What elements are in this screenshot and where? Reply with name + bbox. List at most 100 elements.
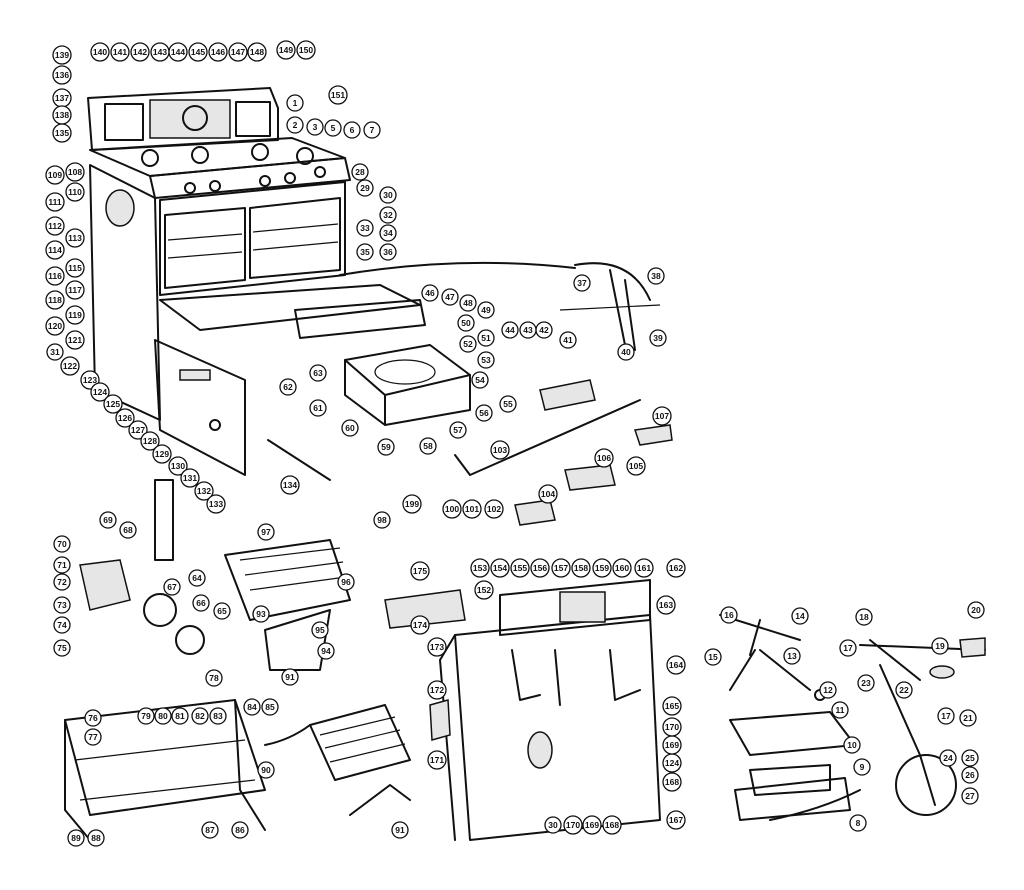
- callout-93: 93: [252, 605, 270, 623]
- callout-circle: [410, 561, 430, 581]
- callout-29: 29: [356, 179, 374, 197]
- callout-label: 6: [350, 125, 355, 135]
- callout-circle: [115, 408, 135, 428]
- callout-72: 72: [53, 573, 71, 591]
- callout-circle: [45, 192, 65, 212]
- callout-24: 24: [939, 749, 957, 767]
- callout-106: 106: [594, 448, 614, 468]
- callout-label: 107: [655, 411, 669, 421]
- callout-label: 66: [196, 598, 206, 608]
- callout-circle: [53, 616, 71, 634]
- callout-label: 124: [93, 387, 107, 397]
- callout-label: 147: [231, 47, 245, 57]
- callout-128: 128: [140, 431, 160, 451]
- callout-circle: [656, 595, 676, 615]
- callout-label: 84: [247, 702, 257, 712]
- callout-79: 79: [137, 707, 155, 725]
- callout-28: 28: [351, 163, 369, 181]
- callout-68: 68: [119, 521, 137, 539]
- callout-146: 146: [208, 42, 228, 62]
- callout-circle: [168, 42, 188, 62]
- callout-label: 149: [279, 45, 293, 55]
- callout-circle: [662, 772, 682, 792]
- callout-circle: [363, 121, 381, 139]
- callout-label: 114: [48, 245, 62, 255]
- callout-label: 56: [479, 408, 489, 418]
- callout-circle: [662, 717, 682, 737]
- callout-74: 74: [53, 616, 71, 634]
- callout-circle: [592, 558, 612, 578]
- callout-19: 19: [931, 637, 949, 655]
- callout-173: 173: [427, 637, 447, 657]
- callout-132: 132: [194, 481, 214, 501]
- callout-label: 37: [577, 278, 587, 288]
- callout-97: 97: [257, 523, 275, 541]
- callout-label: 93: [256, 609, 266, 619]
- callout-label: 112: [48, 221, 62, 231]
- callout-151: 151: [328, 85, 348, 105]
- callout-circle: [499, 395, 517, 413]
- callout-circle: [276, 40, 296, 60]
- callout-161: 161: [634, 558, 654, 578]
- callout-113: 113: [65, 228, 85, 248]
- callout-circle: [559, 331, 577, 349]
- callout-46: 46: [421, 284, 439, 302]
- callout-circle: [337, 573, 355, 591]
- callout-43: 43: [519, 321, 537, 339]
- callout-110: 110: [65, 182, 85, 202]
- callout-circle: [602, 815, 622, 835]
- callout-127: 127: [128, 420, 148, 440]
- callout-133: 133: [206, 494, 226, 514]
- callout-circle: [477, 329, 495, 347]
- callout-circle: [449, 421, 467, 439]
- callout-label: 168: [605, 820, 619, 830]
- callout-label: 169: [585, 820, 599, 830]
- callout-144: 144: [168, 42, 188, 62]
- callout-55: 55: [499, 395, 517, 413]
- callout-circle: [171, 707, 189, 725]
- callout-31: 31: [46, 343, 64, 361]
- callout-77: 77: [84, 728, 102, 746]
- callout-label: 58: [423, 441, 433, 451]
- callout-label: 38: [651, 271, 661, 281]
- callout-circle: [65, 280, 85, 300]
- callout-label: 77: [88, 732, 98, 742]
- callout-139: 139: [52, 45, 72, 65]
- callout-118: 118: [45, 290, 65, 310]
- callout-circle: [356, 243, 374, 261]
- callout-90: 90: [257, 761, 275, 779]
- callout-circle: [180, 468, 200, 488]
- callout-circle: [45, 290, 65, 310]
- callout-131: 131: [180, 468, 200, 488]
- callout-label: 43: [523, 325, 533, 335]
- callout-circle: [90, 382, 110, 402]
- callout-label: 35: [360, 247, 370, 257]
- callout-61: 61: [309, 399, 327, 417]
- callout-12: 12: [819, 681, 837, 699]
- callout-circle: [379, 243, 397, 261]
- callout-81: 81: [171, 707, 189, 725]
- callout-circle: [427, 750, 447, 770]
- callout-circle: [931, 637, 949, 655]
- callout-circle: [45, 240, 65, 260]
- callout-98: 98: [373, 511, 391, 529]
- callout-circle: [419, 437, 437, 455]
- callout-121: 121: [65, 330, 85, 350]
- callout-circle: [87, 829, 105, 847]
- callout-circle: [130, 42, 150, 62]
- callout-label: 36: [383, 247, 393, 257]
- callout-label: 9: [860, 762, 865, 772]
- callout-137: 137: [52, 88, 72, 108]
- callout-40: 40: [617, 343, 635, 361]
- callout-label: 157: [554, 563, 568, 573]
- callout-label: 167: [669, 815, 683, 825]
- callout-label: 95: [315, 625, 325, 635]
- callout-170: 170: [563, 815, 583, 835]
- callout-circle: [205, 669, 223, 687]
- callout-3: 3: [306, 118, 324, 136]
- callout-circle: [410, 615, 430, 635]
- callout-label: 152: [477, 585, 491, 595]
- callout-label: 123: [83, 375, 97, 385]
- callout-168: 168: [602, 815, 622, 835]
- callout-circle: [459, 335, 477, 353]
